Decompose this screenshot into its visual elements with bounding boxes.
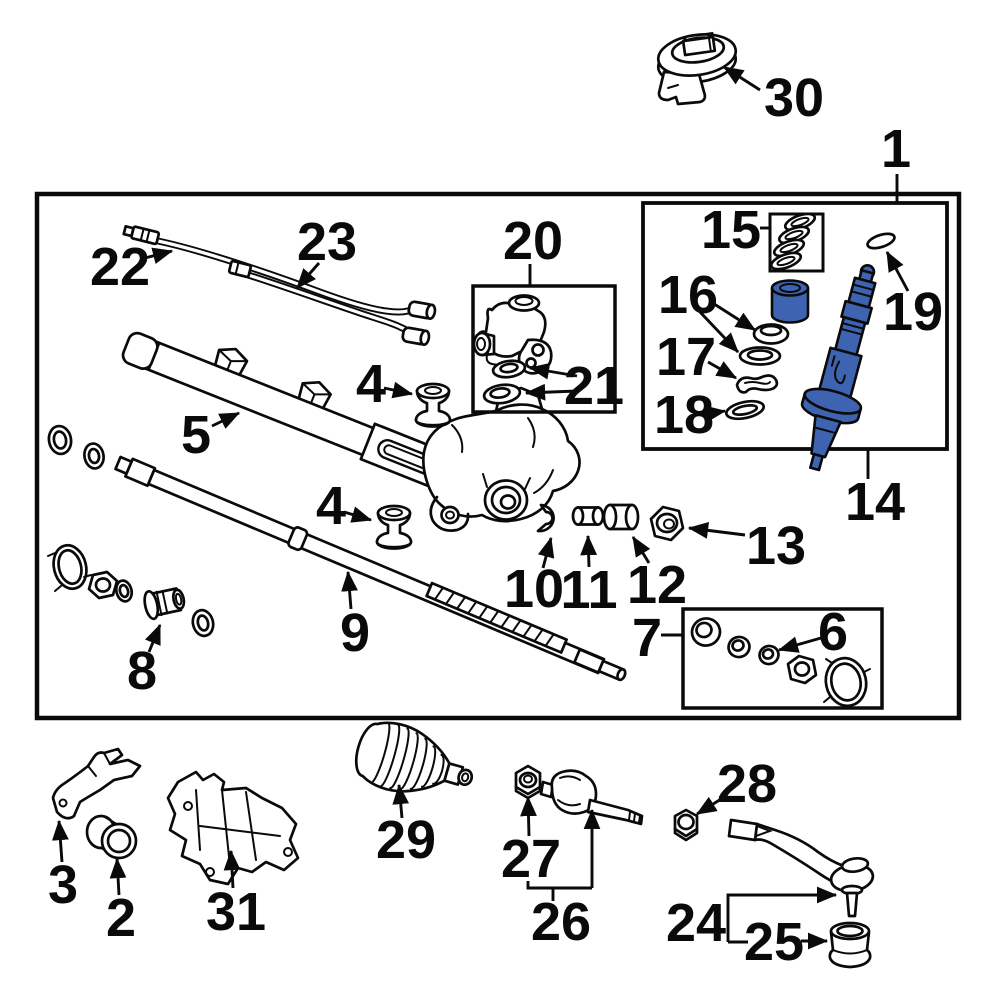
part-pinion-valve-highlighted <box>800 263 877 472</box>
leader-arrow-4a <box>383 381 414 399</box>
part-label-2: 2 <box>106 888 136 948</box>
part-21-washers <box>482 359 527 405</box>
part-18-o-ring <box>724 399 766 421</box>
leader-arrow-13 <box>687 522 746 539</box>
part-label-18: 18 <box>654 385 714 445</box>
part-label-26: 26 <box>531 892 591 952</box>
leader-arrow-21b <box>524 383 578 401</box>
leader-arrow-3 <box>52 819 69 863</box>
part-11-spring <box>571 506 605 526</box>
part-label-19: 19 <box>883 282 943 342</box>
leader-arrow-19 <box>885 250 910 292</box>
part-label-5: 5 <box>181 405 211 465</box>
part-label-6: 6 <box>818 602 848 662</box>
part-26-inner-tie-rod <box>539 769 644 826</box>
leader-arrow-11 <box>580 534 598 568</box>
part-label-25: 25 <box>744 912 804 972</box>
part-label-16: 16 <box>658 265 718 325</box>
part-9-steering-rack-bar <box>114 455 627 682</box>
leader-arrow-10 <box>537 536 555 569</box>
part-30-mount-cushion <box>656 31 738 106</box>
part-17-wave-washer <box>735 374 779 394</box>
leader-arrow-2 <box>109 857 127 896</box>
seal-kit-box <box>681 607 884 710</box>
part-valve-bushing-highlighted <box>770 279 810 324</box>
part-16-bushing-and-washer <box>738 323 790 366</box>
part-label-30: 30 <box>764 68 824 128</box>
leader-arrow-16a <box>710 300 756 332</box>
leader-arrow-4b <box>343 506 373 523</box>
leader-arrow-8 <box>144 623 162 653</box>
part-8-cluster <box>47 543 215 638</box>
unlabeled-o-rings <box>47 424 105 470</box>
part-label-1: 1 <box>881 119 911 179</box>
leader-arrow-12 <box>631 536 651 564</box>
bracket-arrow-24 <box>726 886 838 942</box>
part-4-mount-grommet-lower <box>375 504 413 550</box>
part-label-9: 9 <box>340 603 370 663</box>
part-label-4b: 4 <box>316 476 346 536</box>
part-29-bellows-boot <box>354 721 474 793</box>
part-label-28: 28 <box>717 754 777 814</box>
part-31-heat-shield <box>166 770 300 886</box>
pipe-flare-nut <box>122 224 161 246</box>
part-label-27: 27 <box>501 829 561 889</box>
pipe-end-fitting-upper <box>407 300 437 321</box>
part-label-12: 12 <box>627 555 687 615</box>
part-label-20: 20 <box>503 211 563 271</box>
part-27-lock-nut <box>514 764 542 800</box>
part-10-rack-guide <box>536 503 555 533</box>
part-label-10: 10 <box>504 559 564 619</box>
part-label-17: 17 <box>656 327 716 387</box>
main-diagram-box <box>34 191 962 721</box>
leader-arrow-5 <box>211 411 241 429</box>
leader-arrow-29 <box>392 783 410 819</box>
leader-arrow-16b <box>698 311 740 353</box>
pipe-union-nut <box>227 259 253 279</box>
part-5-rack-housing <box>121 331 581 532</box>
leader-arrow-23 <box>295 262 321 289</box>
part-label-3: 3 <box>48 855 78 915</box>
part-28-nut <box>673 808 699 842</box>
part-24-outer-tie-rod-end <box>727 818 875 918</box>
leader-arrow-18 <box>704 405 727 423</box>
valve-body-kit-box <box>471 284 617 414</box>
part-label-13: 13 <box>746 516 806 576</box>
part-3-bracket <box>51 747 142 820</box>
part-label-22: 22 <box>90 237 150 297</box>
part-label-4a: 4 <box>356 354 386 414</box>
leader-arrow-9 <box>341 570 358 610</box>
pipe-end-fitting-lower <box>401 326 431 347</box>
valve-seal-kit-box <box>641 201 949 451</box>
part-label-23: 23 <box>297 212 357 272</box>
part-label-24: 24 <box>666 893 726 953</box>
part-23-feed-pipes <box>122 224 437 347</box>
part-7-seal-set <box>690 617 871 708</box>
part-25-dust-boot <box>828 921 872 969</box>
part-label-21: 21 <box>564 356 624 416</box>
part-label-14: 14 <box>845 472 905 532</box>
part-label-8: 8 <box>127 641 157 701</box>
leader-arrow-22 <box>144 247 174 264</box>
part-label-7: 7 <box>632 608 662 668</box>
bracket-line-26 <box>526 881 592 890</box>
part-label-11: 11 <box>560 560 617 620</box>
leader-arrow-6 <box>777 636 822 653</box>
leader-arrow-28 <box>696 794 727 816</box>
part-label-31: 31 <box>206 882 266 942</box>
leader-arrow-17 <box>707 360 738 380</box>
part-13-lock-nut <box>649 505 685 542</box>
part-2-bushing <box>85 814 138 860</box>
part-12-guide-cap <box>602 503 640 531</box>
leader-arrow-30 <box>723 65 761 92</box>
leader-arrow-27 <box>520 795 537 837</box>
part-label-15: 15 <box>701 200 761 260</box>
part-4-mount-grommet-upper <box>414 382 452 428</box>
leader-arrow-31 <box>223 849 241 889</box>
part-15-seal-ring-set <box>768 212 825 273</box>
leader-arrow-21a <box>528 362 578 380</box>
part-label-29: 29 <box>376 810 436 870</box>
part-19-snap-ring <box>866 232 896 250</box>
